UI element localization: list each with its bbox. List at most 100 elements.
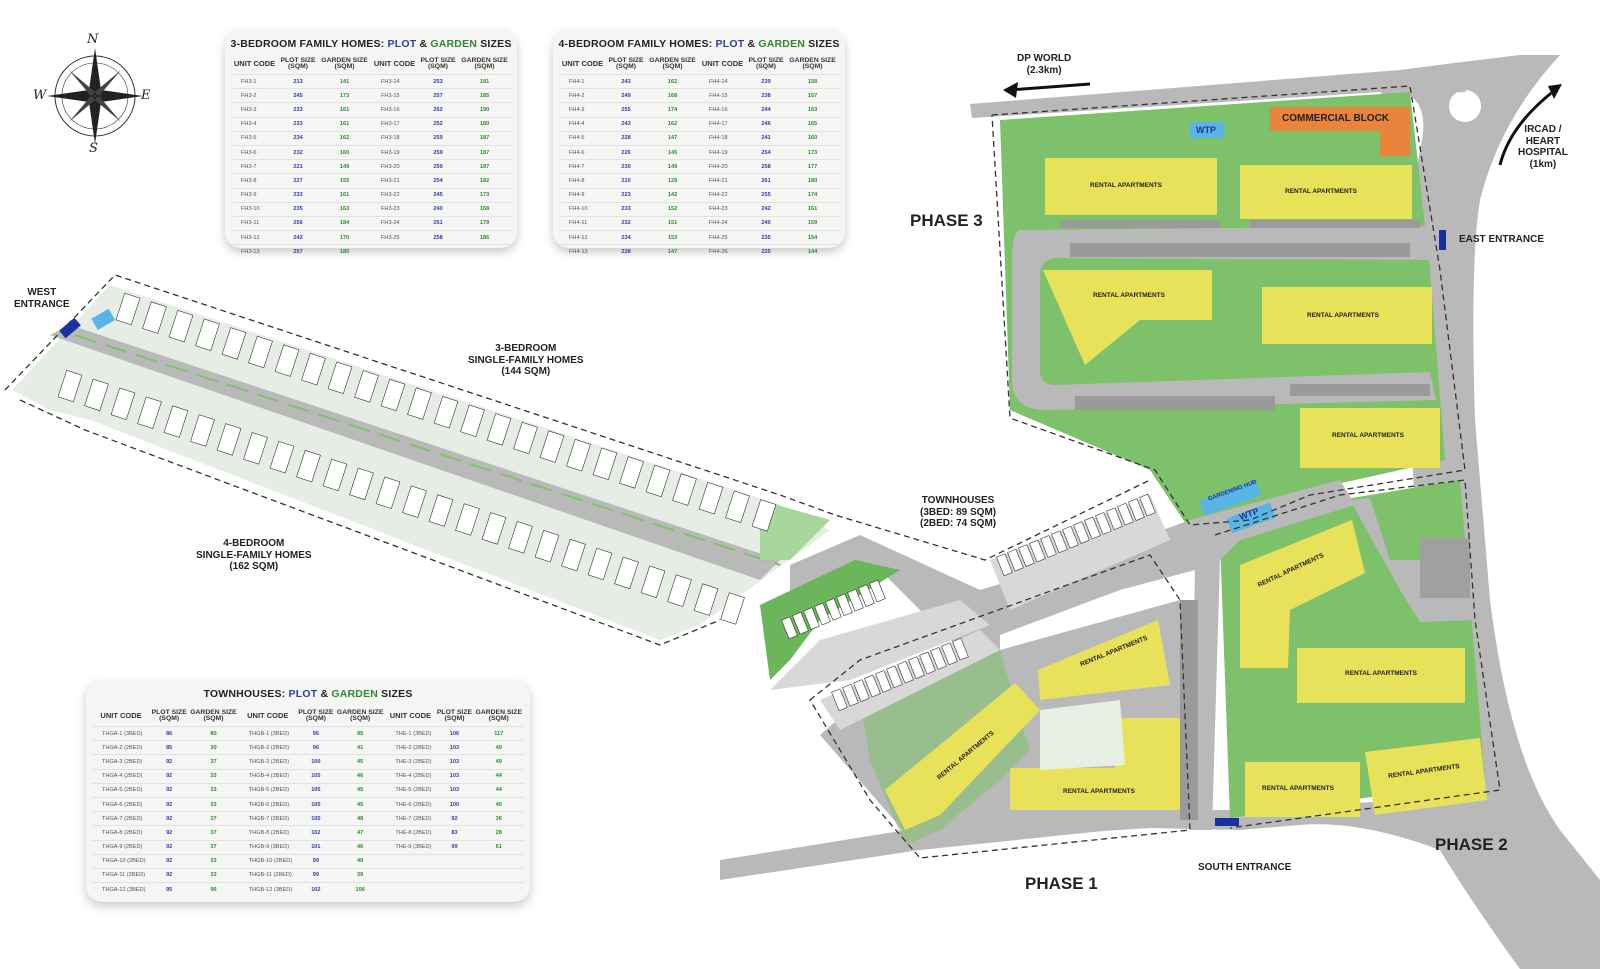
table-cell: 95: [296, 725, 335, 741]
table-cell: FH4-4: [559, 116, 607, 132]
phase1-area: [820, 600, 1198, 850]
plot-outline: [751, 499, 777, 532]
wtp-phase3: [1190, 122, 1224, 138]
plot-outline: [301, 353, 326, 386]
table-cell: 44: [473, 782, 524, 798]
table-cell: 168: [458, 201, 511, 217]
table-cell: FH3-16: [370, 102, 418, 118]
table-title-fh4: 4-BEDROOM FAMILY HOMES: PLOT & GARDEN SI…: [558, 38, 840, 50]
table-cell: THGB-12 (3BED): [238, 882, 297, 897]
table-cell: 235: [746, 230, 787, 245]
table-cell: THE-5 (2BED): [385, 782, 436, 798]
table-cell: 238: [746, 88, 787, 103]
table-cell: FH3-2: [231, 88, 279, 103]
table-cell: 100: [435, 796, 474, 812]
table-cell: 40: [473, 796, 524, 812]
table-cell: 33: [188, 867, 239, 883]
compass-s: S: [89, 141, 98, 156]
phase2-label: PHASE 2: [1435, 835, 1508, 854]
table-cell: 210: [606, 173, 647, 188]
rental-label-p3-4: RENTAL APARTMENTS: [1307, 312, 1379, 319]
table-cell: 252: [418, 116, 459, 132]
plot-outline: [380, 378, 406, 412]
table-cell: THE-3 (2BED): [385, 754, 436, 770]
table-cell: FH3-21: [370, 173, 418, 188]
plot-outline: [460, 404, 485, 437]
table-cell: THGB-10 (2BED): [238, 853, 297, 869]
table-cell: 101: [296, 839, 335, 855]
table-cell: FH3-1: [231, 73, 279, 89]
plot-outline: [221, 327, 247, 360]
table-cell: 239: [746, 73, 787, 89]
table-cell: FH3-18: [370, 130, 418, 146]
table-cell: FH3-8: [231, 173, 279, 188]
table-cell: [435, 853, 474, 869]
table-cell: 245: [278, 88, 319, 103]
table-cell: THGA-3 (2BED): [92, 754, 151, 770]
phase3-area: [1000, 92, 1445, 530]
table-cell: [385, 853, 436, 869]
table-cell: [370, 244, 418, 259]
table-cell: 160: [786, 130, 839, 146]
plot-outline: [322, 458, 348, 492]
townhouse-outline: [858, 584, 875, 607]
three-bed-homes-label: 3-BEDROOM SINGLE-FAMILY HOMES (144 SQM): [468, 343, 584, 377]
table-cell: 96: [188, 882, 239, 897]
table-cell: THGA-4 (2BED): [92, 768, 151, 784]
plot-outline: [327, 361, 353, 394]
column-header: GARDEN SIZE (SQM): [461, 57, 508, 70]
table-cell: 240: [746, 215, 787, 231]
table-cell: FH4-14: [698, 73, 746, 89]
column-header: UNIT CODE: [100, 711, 142, 720]
plot-outline: [720, 592, 745, 625]
column-header: PLOT SIZE (SQM): [420, 57, 456, 70]
table-cell: 259: [418, 130, 459, 146]
west-entrance-label: WEST ENTRANCE: [14, 287, 70, 310]
rental-apartments-p3-3: [1043, 270, 1212, 365]
townhouse-outline: [1029, 539, 1046, 563]
rental-apartments-p2-3: [1245, 762, 1360, 817]
table-cell: THE-8 (2BED): [385, 825, 436, 840]
compass-n: N: [87, 32, 99, 47]
table-cell: 185: [458, 88, 511, 103]
table-cell: 228: [606, 130, 647, 146]
table-cell: 117: [473, 725, 524, 741]
column-header: GARDEN SIZE (SQM): [321, 57, 368, 70]
rental-label-p1-3: RENTAL APARTMENTS: [1063, 788, 1135, 795]
table-cell: FH4-25: [698, 230, 746, 245]
townhouse-outline: [831, 688, 848, 712]
table-cell: 157: [786, 88, 839, 103]
table-cell: THGB-6 (2BED): [238, 796, 297, 812]
table-cell: 254: [746, 144, 787, 160]
table-cell: 182: [458, 173, 511, 188]
table-cell: FH4-20: [698, 159, 746, 174]
table-cell: 258: [418, 230, 459, 245]
plot-outline: [619, 456, 644, 489]
table-cell: 48: [334, 811, 386, 826]
table-cell: 234: [606, 230, 647, 245]
table-cell: FH4-17: [698, 116, 746, 132]
table-cell: 33: [188, 768, 239, 784]
rental-apartments-p2-2: [1297, 648, 1465, 703]
table-cell: [385, 867, 436, 883]
table-card-fh3: 3-BEDROOM FAMILY HOMES: PLOT & GARDEN SI…: [225, 30, 517, 259]
table-cell: 92: [150, 796, 189, 812]
table-cell: THGA-9 (2BED): [92, 839, 151, 855]
townhouse-outline: [1073, 521, 1090, 544]
townhouse-outline: [864, 674, 881, 698]
rental-apartments-p1-2: [885, 683, 1040, 830]
table-cell: THGB-1 (3BED): [238, 725, 297, 741]
